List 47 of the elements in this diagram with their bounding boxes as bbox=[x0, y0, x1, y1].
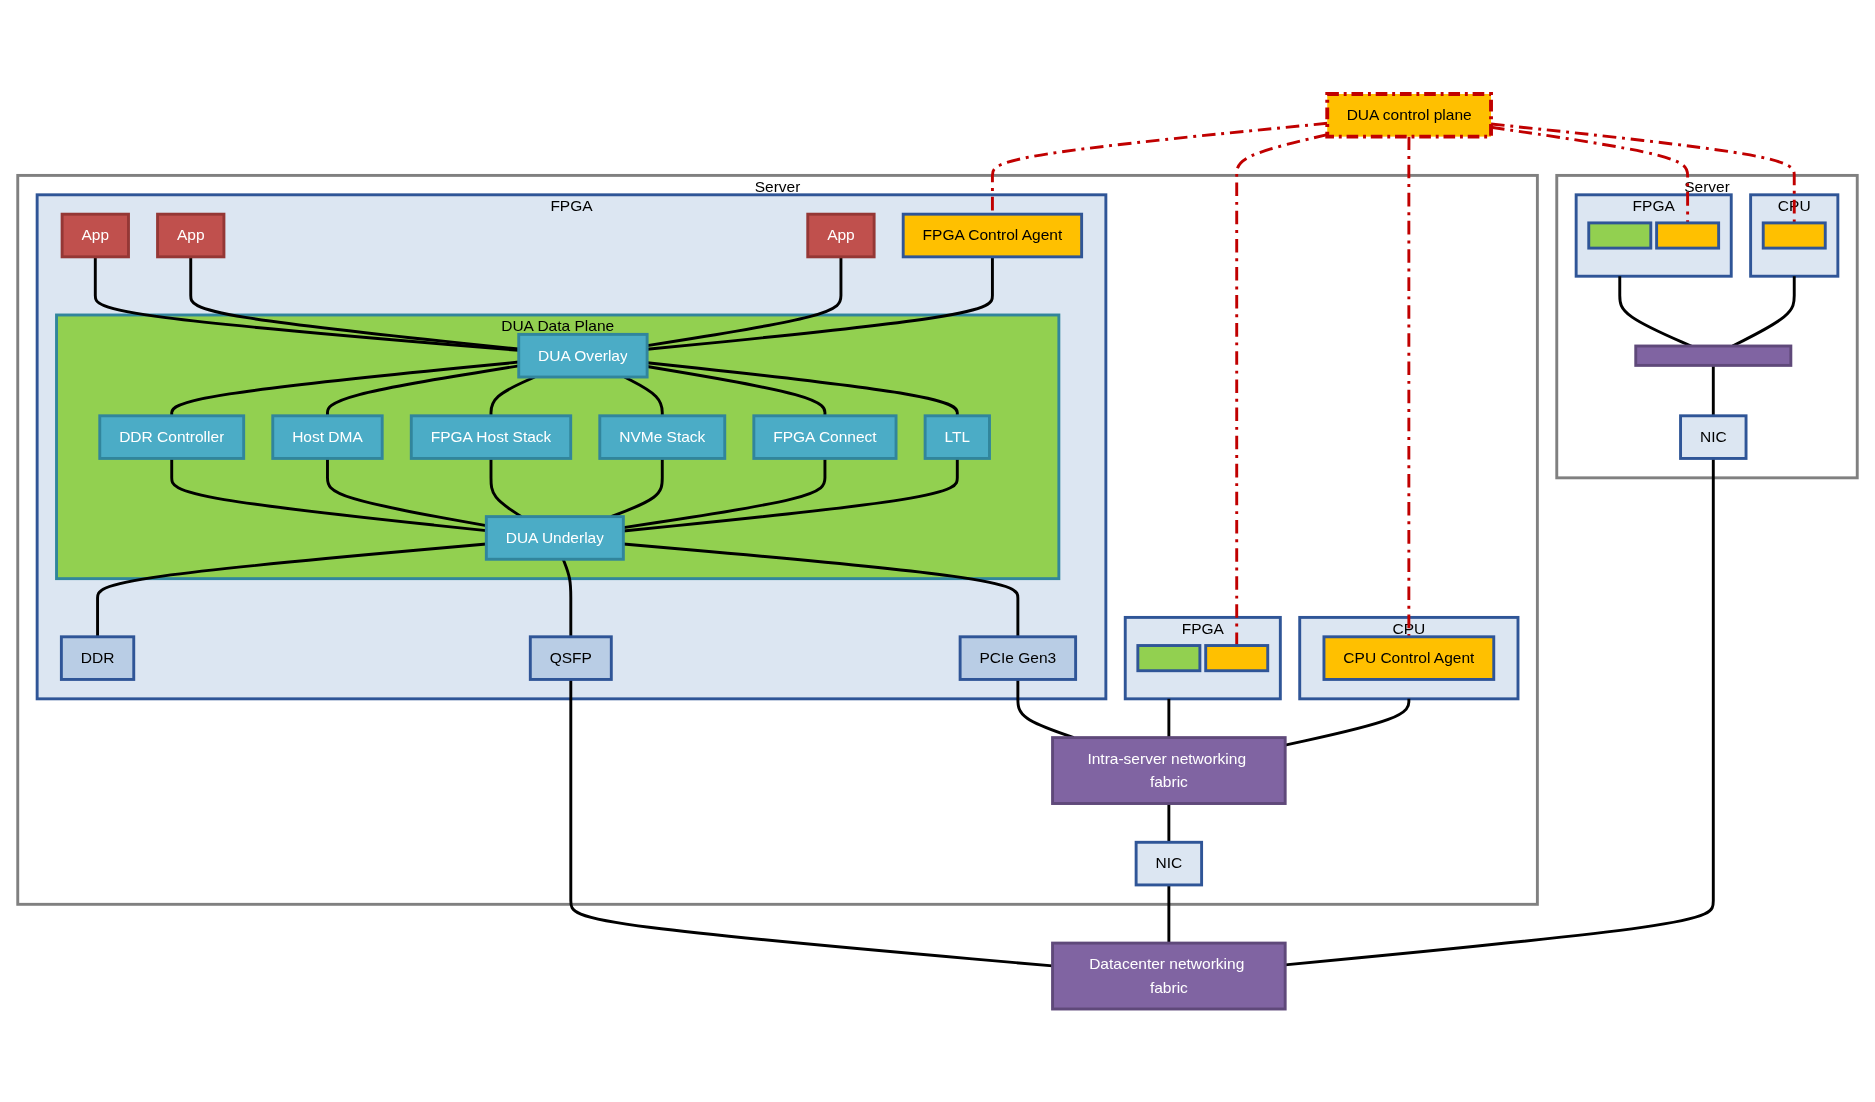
connector bbox=[170, 360, 519, 416]
node-bar bbox=[1634, 344, 1793, 367]
connector bbox=[1167, 884, 1171, 943]
connector bbox=[623, 542, 1020, 637]
connector bbox=[326, 457, 487, 527]
node-box: NIC bbox=[1679, 413, 1748, 460]
node-box: Intra-server networking fabric bbox=[1051, 735, 1287, 805]
connector bbox=[561, 558, 573, 637]
node-box: Host DMA bbox=[271, 413, 384, 460]
node-box: FPGA Control Agent bbox=[901, 212, 1084, 258]
connector bbox=[93, 256, 519, 352]
node-box: DUA Overlay bbox=[517, 332, 649, 378]
connector bbox=[326, 364, 519, 416]
node-box: App bbox=[806, 212, 876, 258]
connector bbox=[170, 457, 487, 532]
cluster: FPGA bbox=[1123, 615, 1282, 700]
node-box: DDR bbox=[59, 634, 136, 681]
node-box: App bbox=[156, 212, 226, 258]
node-box: Datacenter networking fabric bbox=[1051, 941, 1287, 1010]
node-box: CPU Control Agent bbox=[1322, 634, 1496, 681]
node-box: App bbox=[60, 212, 130, 258]
node-box bbox=[1587, 220, 1653, 250]
node-box bbox=[1655, 220, 1721, 250]
connector bbox=[1167, 698, 1171, 738]
node-box: FPGA Connect bbox=[752, 413, 898, 460]
connector bbox=[623, 457, 959, 532]
node-box: FPGA Host Stack bbox=[409, 413, 573, 460]
node-box: NVMe Stack bbox=[598, 413, 727, 460]
node-box: DDR Controller bbox=[98, 413, 246, 460]
connector bbox=[1711, 364, 1715, 416]
connector bbox=[647, 256, 994, 351]
node-box: LTL bbox=[923, 413, 991, 460]
connector bbox=[189, 256, 519, 350]
node-box: PCIe Gen3 bbox=[958, 634, 1078, 681]
node-box: NIC bbox=[1134, 840, 1204, 886]
cluster: FPGA bbox=[1574, 192, 1733, 278]
connector bbox=[96, 542, 487, 637]
node-box: DUA control plane bbox=[1325, 91, 1493, 139]
node-box bbox=[1136, 643, 1202, 672]
node-box bbox=[1761, 220, 1827, 250]
node-box bbox=[1204, 643, 1270, 672]
node-box: QSFP bbox=[528, 634, 613, 681]
connector bbox=[623, 457, 827, 529]
node-box: DUA Underlay bbox=[484, 514, 625, 561]
connector bbox=[1285, 457, 1715, 966]
connector bbox=[569, 678, 1053, 967]
connector bbox=[1167, 803, 1171, 842]
